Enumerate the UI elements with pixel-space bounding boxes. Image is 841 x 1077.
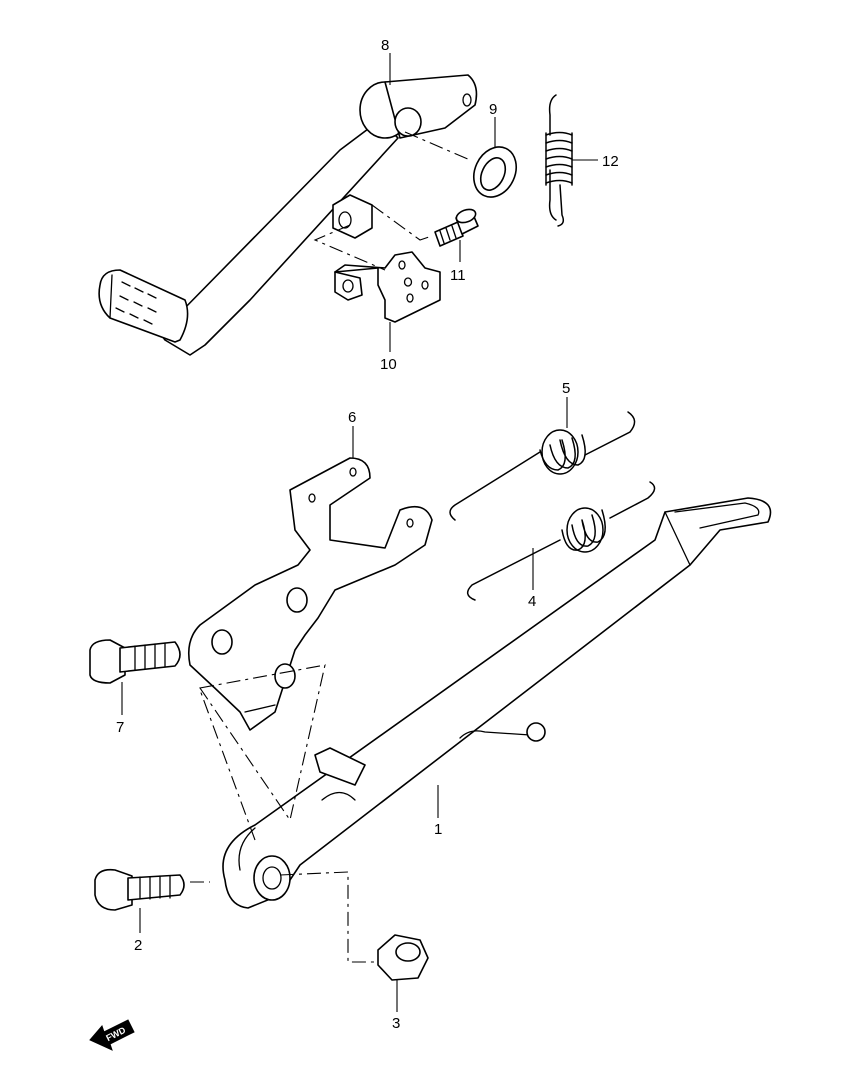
bracket-6 — [187, 457, 433, 731]
spring-5 — [449, 411, 636, 521]
bolt-7 — [89, 639, 181, 684]
bolt-2 — [94, 868, 185, 911]
callout-2: 2 — [134, 937, 142, 954]
callout-12: 12 — [602, 153, 619, 170]
brake-pedal — [98, 74, 478, 356]
nut-3 — [377, 934, 429, 981]
callout-9: 9 — [489, 101, 497, 118]
fwd-arrow-icon: FWD — [89, 1019, 135, 1051]
callout-11: 11 — [450, 267, 466, 284]
callout-3: 3 — [392, 1015, 400, 1032]
callout-1: 1 — [434, 821, 442, 838]
callout-6: 6 — [348, 409, 356, 426]
callout-5: 5 — [562, 380, 570, 397]
washer — [473, 146, 517, 198]
callout-7: 7 — [116, 719, 124, 736]
bracket-10 — [334, 251, 441, 323]
side-stand — [222, 497, 772, 909]
bolt-11 — [434, 208, 479, 247]
callout-4: 4 — [528, 593, 536, 610]
spring-4 — [466, 481, 656, 601]
callout-10: 10 — [380, 356, 397, 373]
spring-12 — [545, 94, 573, 227]
callout-8: 8 — [381, 37, 389, 54]
